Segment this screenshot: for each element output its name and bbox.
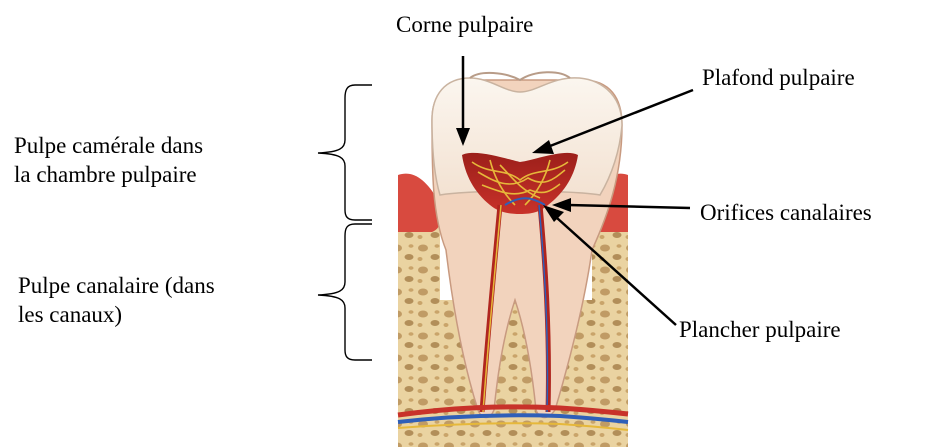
label-plancher-pulpaire: Plancher pulpaire <box>679 315 841 344</box>
label-pulpe-camerale-line1: Pulpe camérale dans <box>14 131 203 160</box>
label-orifices-canalaires: Orifices canalaires <box>700 198 872 227</box>
brace-camerale <box>318 85 372 220</box>
label-pulpe-canalaire-line2: les canaux) <box>18 300 215 329</box>
label-pulpe-camerale: Pulpe camérale dans la chambre pulpaire <box>14 131 203 189</box>
label-pulpe-camerale-line2: la chambre pulpaire <box>14 160 203 189</box>
label-corne-pulpaire: Corne pulpaire <box>396 10 533 39</box>
label-pulpe-canalaire: Pulpe canalaire (dans les canaux) <box>18 271 215 329</box>
label-plafond-pulpaire: Plafond pulpaire <box>702 63 855 92</box>
brace-canalaire <box>318 224 372 360</box>
label-pulpe-canalaire-line1: Pulpe canalaire (dans <box>18 271 215 300</box>
